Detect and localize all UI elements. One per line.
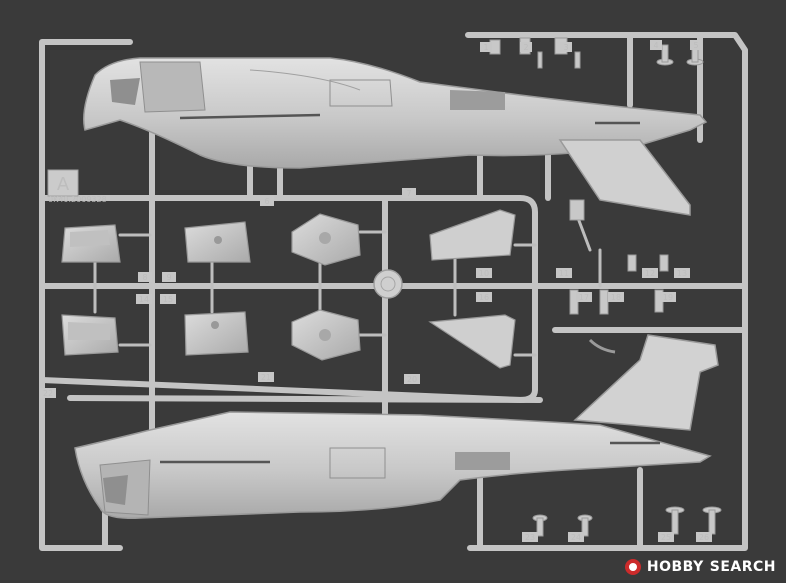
part-number-21: 21 (258, 372, 274, 382)
part-number-13: 13 (674, 268, 690, 278)
part-number-25: 25 (658, 532, 674, 542)
nacelle-part-upper (184, 221, 251, 263)
svg-text:23: 23 (525, 533, 535, 542)
part-number-17: 17 (576, 292, 592, 302)
part-number-5: 5 (690, 40, 702, 50)
svg-text:10: 10 (479, 269, 489, 278)
stabilizer-part-upper (429, 209, 516, 261)
svg-text:13: 13 (677, 269, 687, 278)
part-number-9: 9 (162, 272, 176, 282)
sprue-code: 0K40.2009328 (48, 195, 107, 204)
part-number-20: 20 (404, 374, 420, 384)
part-number-15: 15 (160, 294, 176, 304)
cone-part-upper (291, 213, 361, 266)
sprue-letter: A (57, 174, 70, 195)
part-number-10: 10 (476, 268, 492, 278)
svg-text:14: 14 (139, 295, 149, 304)
svg-text:7: 7 (406, 189, 411, 198)
small-parts-right (569, 199, 669, 354)
part-number-7: 7 (402, 188, 416, 198)
svg-text:4: 4 (653, 41, 658, 50)
svg-text:22: 22 (43, 389, 53, 398)
svg-text:18: 18 (611, 293, 621, 302)
hobby-search-logo-icon (624, 559, 641, 575)
svg-text:17: 17 (579, 293, 589, 302)
nacelle-part-lower (184, 311, 249, 356)
intake-part-lower-left (61, 314, 119, 356)
fuselage-half-lower (74, 334, 719, 520)
small-parts-bottom (532, 506, 722, 537)
cone-part-lower (291, 309, 361, 361)
svg-text:3: 3 (563, 43, 568, 52)
svg-text:1: 1 (483, 43, 488, 52)
part-number-26: 26 (696, 532, 712, 542)
svg-text:2: 2 (523, 43, 528, 52)
part-number-22: 22 (40, 388, 56, 398)
part-number-12: 12 (642, 268, 658, 278)
part-number-11: 11 (556, 268, 572, 278)
part-number-1: 1 (480, 42, 492, 52)
svg-text:8: 8 (142, 273, 147, 282)
svg-text:26: 26 (699, 533, 709, 542)
part-number-19: 19 (660, 292, 676, 302)
part-number-3: 3 (560, 42, 572, 52)
intake-part-upper-left (61, 224, 121, 263)
svg-text:25: 25 (661, 533, 671, 542)
watermark-suffix: SEARCH (709, 559, 776, 575)
part-number-2: 2 (520, 42, 532, 52)
svg-text:11: 11 (559, 269, 569, 278)
svg-text:24: 24 (571, 533, 581, 542)
sprue-hub (373, 269, 403, 299)
svg-text:20: 20 (407, 375, 417, 384)
part-number-14: 14 (136, 294, 152, 304)
sprue-letter-tab: A 0K40.2009328 (47, 169, 107, 204)
svg-text:15: 15 (163, 295, 173, 304)
part-number-23: 23 (522, 532, 538, 542)
watermark: HOBBY SEARCH (624, 559, 776, 575)
sprue-gates (93, 208, 602, 357)
part-number-6: 6 (260, 196, 274, 206)
part-number-tabs: 1 2 3 4 5 6 7 8 9 10 11 12 13 14 15 16 1… (40, 40, 712, 542)
fuselage-half-upper (83, 57, 708, 216)
svg-text:12: 12 (645, 269, 655, 278)
watermark-brand: HOBBY (646, 559, 704, 575)
part-number-8: 8 (138, 272, 152, 282)
svg-text:5: 5 (693, 41, 698, 50)
svg-text:19: 19 (663, 293, 673, 302)
part-number-18: 18 (608, 292, 624, 302)
part-number-4: 4 (650, 40, 662, 50)
part-number-16: 16 (476, 292, 492, 302)
stabilizer-part-lower (428, 314, 516, 369)
svg-text:21: 21 (261, 373, 271, 382)
part-number-24: 24 (568, 532, 584, 542)
svg-text:6: 6 (264, 197, 269, 206)
svg-text:16: 16 (479, 293, 489, 302)
svg-text:9: 9 (166, 273, 171, 282)
